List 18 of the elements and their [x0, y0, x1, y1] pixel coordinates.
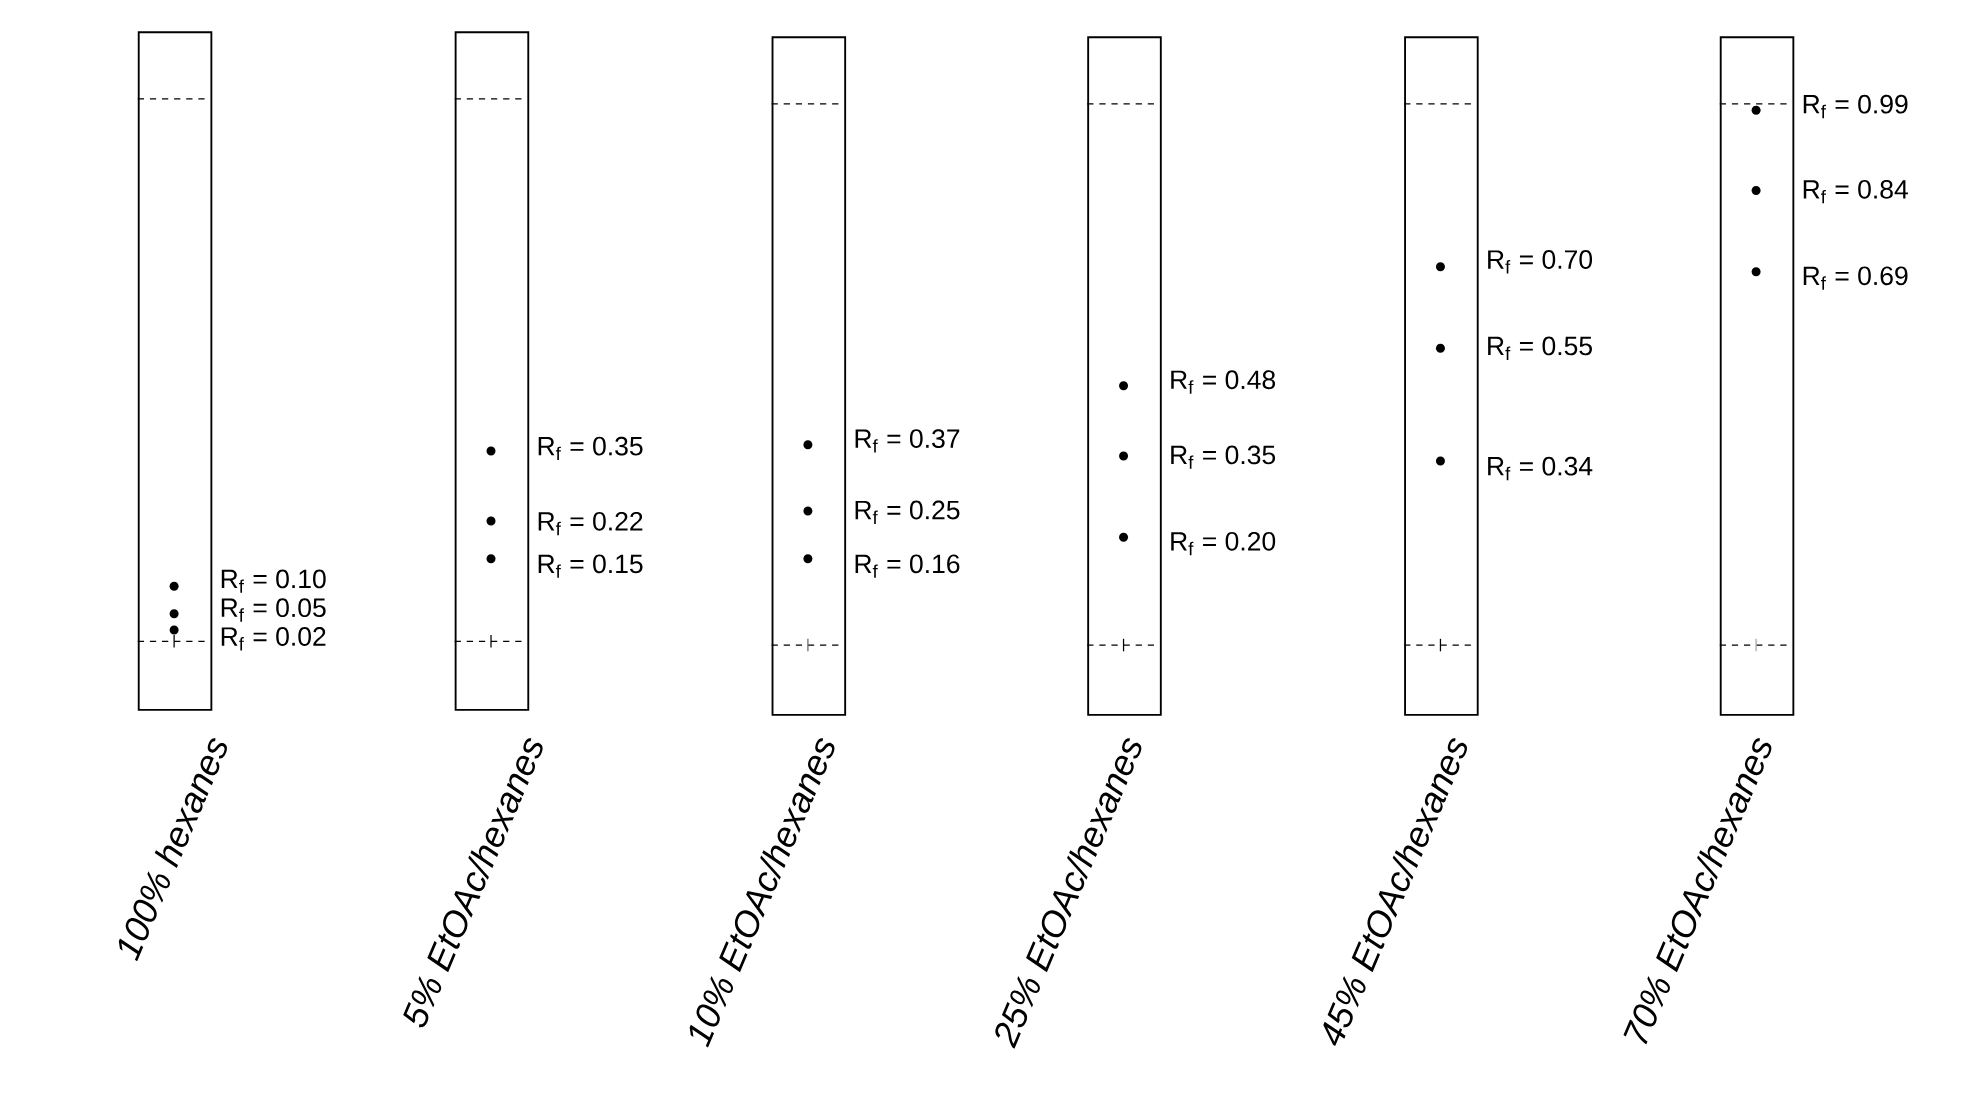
rf-label: R$_{f}$ = 0.10 — [221, 569, 326, 593]
rf-label: R$_{f}$ = 0.34 — [1488, 456, 1593, 480]
rf-label: R$_{f}$ = 0.15 — [538, 554, 643, 578]
rf-label: R$_{f}$ = 0.69 — [1803, 266, 1908, 290]
rf-label: R$_{f}$ = 0.48 — [1171, 370, 1276, 394]
rf-label: R$_{f}$ = 0.16 — [855, 554, 960, 578]
rf-label: R$_{f}$ = 0.22 — [538, 511, 643, 535]
rf-label: R$_{f}$ = 0.84 — [1803, 179, 1908, 204]
rf-label: R$_{f}$ = 0.55 — [1488, 336, 1592, 360]
rf-label: R$_{f}$ = 0.37 — [855, 429, 960, 453]
rf-label: R$_{f}$ = 0.99 — [1803, 94, 1908, 118]
rf-label: R$_{f}$ = 0.05 — [221, 598, 326, 622]
rf-label: R$_{f}$ = 0.35 — [1171, 445, 1276, 469]
rf-label: R$_{f}$ = 0.35 — [538, 436, 643, 460]
rf-label: R$_{f}$ = 0.02 — [221, 626, 326, 651]
rf-label: R$_{f}$ = 0.70 — [1488, 249, 1593, 274]
rf-label: R$_{f}$ = 0.25 — [855, 500, 960, 524]
rf-label: R$_{f}$ = 0.20 — [1171, 531, 1276, 556]
